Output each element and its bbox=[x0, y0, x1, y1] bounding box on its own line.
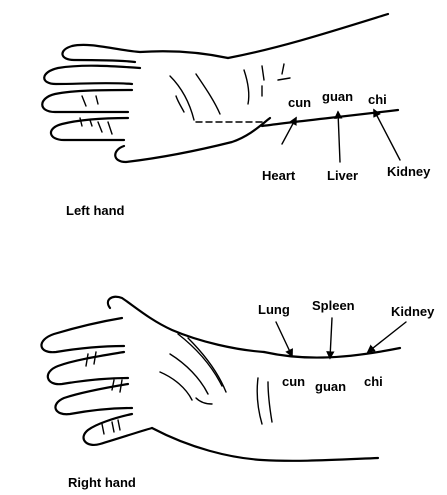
right-chi-label: chi bbox=[364, 374, 383, 389]
left-heart-label: Heart bbox=[262, 168, 296, 183]
right-radial-artery bbox=[264, 348, 400, 358]
right-hand-caption: Right hand bbox=[68, 475, 136, 490]
left-liver-arrow bbox=[338, 112, 340, 162]
left-guan-label: guan bbox=[322, 89, 353, 104]
right-spleen-arrow bbox=[330, 318, 332, 358]
left-hand-illustration bbox=[42, 14, 388, 162]
left-liver-label: Liver bbox=[327, 168, 358, 183]
right-lung-label: Lung bbox=[258, 302, 290, 317]
left-cun-label: cun bbox=[288, 95, 311, 110]
right-kidney-label: Kidney bbox=[391, 304, 435, 319]
left-hand-caption: Left hand bbox=[66, 203, 125, 218]
left-kidney-label: Kidney bbox=[387, 164, 431, 179]
left-kidney-arrow bbox=[374, 110, 400, 160]
right-lung-arrow bbox=[276, 322, 292, 356]
right-cun-label: cun bbox=[282, 374, 305, 389]
right-guan-label: guan bbox=[315, 379, 346, 394]
left-chi-label: chi bbox=[368, 92, 387, 107]
right-spleen-label: Spleen bbox=[312, 298, 355, 313]
